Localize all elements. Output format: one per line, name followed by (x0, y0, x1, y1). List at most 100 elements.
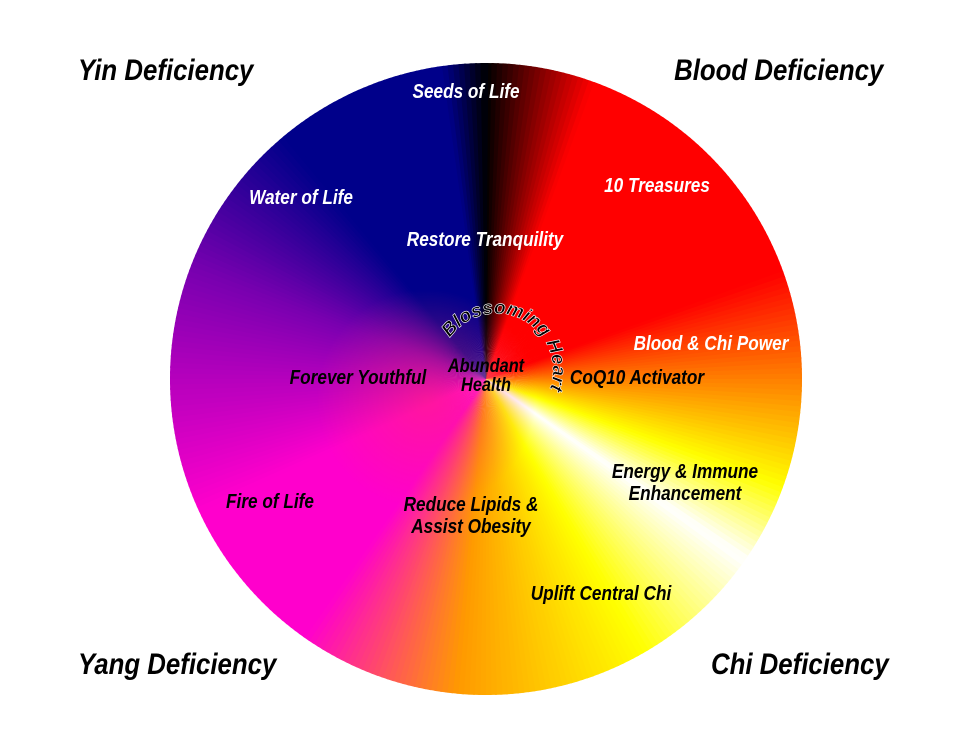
yang-deficiency-label: Yang Deficiency (78, 648, 277, 681)
wheel-segment (486, 193, 747, 379)
abundant-health-label: Abundant Health (448, 357, 524, 395)
wheel-segment (486, 221, 764, 379)
wheel-segment (486, 206, 756, 379)
wheel-segment (486, 216, 761, 379)
wheel-segment (486, 147, 708, 379)
abundant-health-line1: Abundant (447, 356, 525, 377)
wheel-segment (486, 159, 719, 379)
wheel-segment (486, 120, 674, 380)
uplift-central-chi-label: Uplift Central Chi (530, 583, 672, 605)
blood-deficiency-label: Blood Deficiency (673, 54, 883, 87)
wheel-segment (486, 356, 802, 379)
wheel-segment (486, 379, 649, 654)
wheel-segment (452, 64, 486, 379)
wheel-segment (486, 265, 784, 379)
wheel-segment (486, 318, 798, 379)
yin-deficiency-label: Yin Deficiency (78, 54, 254, 87)
wheel-segment (486, 129, 687, 379)
wheel-segment (486, 379, 677, 636)
wheel-segment (486, 379, 654, 651)
wheel-segment (486, 379, 681, 633)
wheel-segment (486, 340, 801, 379)
wheel-segment (486, 379, 714, 605)
wheel-segment (486, 379, 702, 616)
wheel-segment (486, 113, 665, 379)
chi-deficiency-label: Chi Deficiency (711, 648, 889, 681)
wheel-segment (486, 313, 797, 379)
wheel-segment (486, 379, 721, 597)
wheel-segment (486, 379, 718, 601)
ten-treasures-label: 10 Treasures (604, 175, 710, 197)
wheel-segment (486, 379, 672, 640)
wheel-segment (486, 240, 774, 379)
wheel-segment (486, 329, 800, 379)
wheel-segment (486, 180, 737, 379)
wheel-segment (486, 302, 795, 379)
wheel-segment (486, 291, 792, 379)
wheel-segment (486, 335, 800, 379)
wheel-segment (486, 117, 670, 380)
wheel-segment (486, 379, 748, 563)
wheel-segment (486, 379, 685, 630)
wheel-segment (486, 362, 802, 379)
wheel-segment (486, 136, 695, 379)
wheel-segment (486, 379, 690, 626)
wheel-segment (486, 155, 715, 379)
wheel-segment (486, 250, 778, 379)
wheel-segment (486, 276, 788, 379)
abundant-health-line2: Health (461, 375, 511, 396)
wheel-segment (486, 184, 740, 379)
wheel-segment (486, 235, 771, 379)
wheel-segment (486, 324, 799, 379)
wheel-segment (463, 63, 486, 380)
wheel-segment (486, 151, 712, 379)
wheel-segment (486, 379, 725, 593)
wheel-segment (486, 379, 706, 612)
wheel-segment (486, 188, 743, 379)
wheel-segment (480, 62, 489, 379)
wheel-segment (486, 111, 660, 380)
wheel-segment (486, 379, 739, 576)
wheel-segment (486, 379, 659, 649)
fire-of-life-label: Fire of Life (226, 491, 314, 513)
water-of-life-label: Water of Life (249, 187, 353, 209)
energy-immune-label: Energy & Immune Enhancement (612, 461, 758, 505)
wheel-segment (486, 245, 776, 379)
wheel-segment (486, 379, 729, 588)
wheel-segment (486, 379, 752, 558)
wheel-segment (486, 379, 640, 660)
wheel-segment (486, 140, 700, 379)
wheel-segment (486, 133, 691, 379)
wheel-segment (486, 255, 780, 379)
blood-chi-power-label: Blood & Chi Power (633, 333, 789, 355)
wheel-segment (486, 345, 801, 379)
wheel-segment (486, 144, 704, 379)
wheel-segment (486, 225, 767, 379)
wheel-segment (486, 379, 694, 623)
wheel-segment (486, 379, 754, 553)
wheel-segment (486, 126, 683, 379)
wheel-segment (447, 64, 486, 379)
wheel-segment (486, 379, 732, 584)
wheel-segment (486, 171, 730, 379)
reduce-lipids-line1: Reduce Lipids & (403, 494, 539, 516)
wheel-segment (486, 281, 789, 379)
wheel-segment (486, 307, 796, 379)
wheel-segment (458, 63, 486, 379)
energy-immune-line2: Enhancement (628, 483, 742, 505)
coq10-activator-label: CoQ10 Activator (569, 367, 705, 389)
wheel-segment (486, 379, 644, 657)
forever-youthful-label: Forever Youthful (289, 367, 427, 389)
blossoming-heart-label: Blossoming Heart (437, 297, 569, 395)
wheel-segment (486, 379, 745, 567)
wheel-segment (469, 63, 486, 380)
wheel-segment (486, 379, 736, 580)
wheel-segment (486, 230, 769, 379)
wheel-segment (486, 211, 758, 379)
wheel-segment (486, 202, 753, 379)
wheel-segment (486, 167, 726, 379)
reduce-lipids-label: Reduce Lipids & Assist Obesity (404, 494, 539, 538)
